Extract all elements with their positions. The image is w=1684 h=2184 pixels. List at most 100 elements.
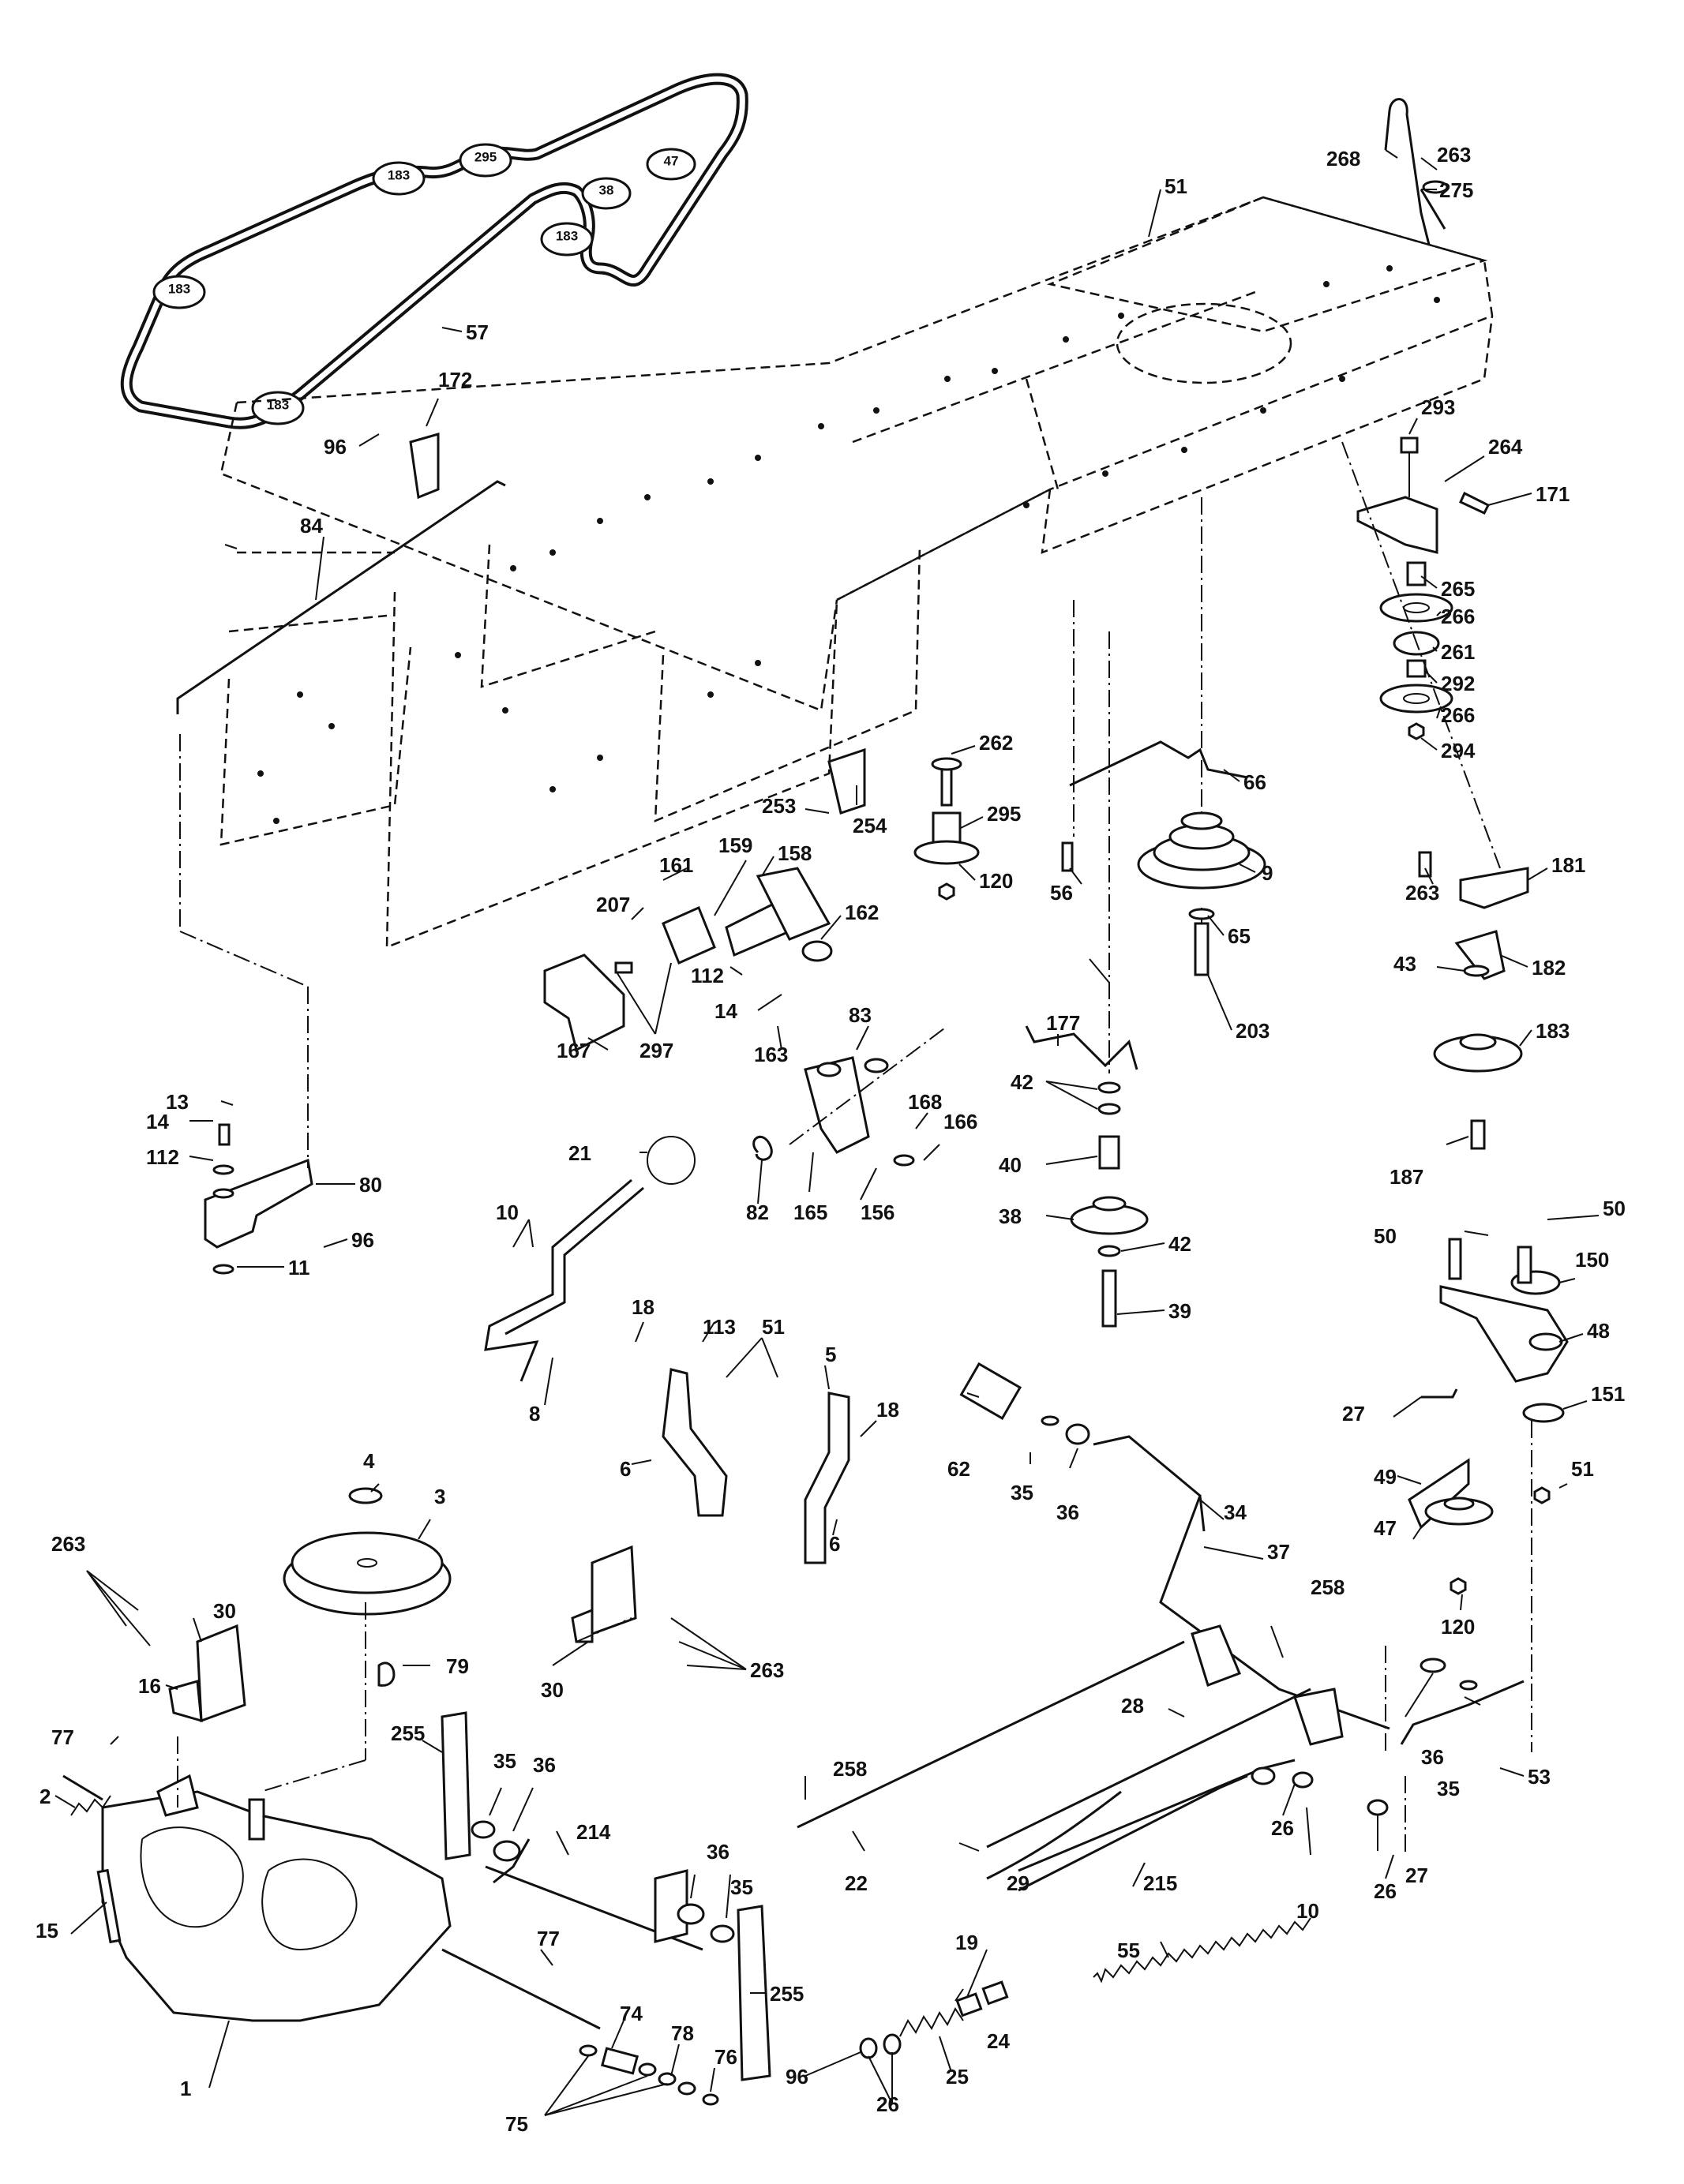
label-2: 2 xyxy=(39,1785,51,1808)
label-82: 82 xyxy=(746,1201,769,1224)
label-50: 50 xyxy=(1374,1224,1397,1248)
label-37: 37 xyxy=(1267,1540,1290,1564)
label-42: 42 xyxy=(1011,1070,1033,1094)
label-166: 166 xyxy=(943,1110,977,1133)
label-96: 96 xyxy=(351,1228,374,1252)
label-28: 28 xyxy=(1121,1694,1144,1718)
label-156: 156 xyxy=(861,1201,895,1224)
label-6: 6 xyxy=(829,1532,840,1556)
label-10: 10 xyxy=(1296,1899,1319,1923)
bracket-167 xyxy=(543,953,633,1052)
bracket-253 xyxy=(827,747,866,815)
label-21: 21 xyxy=(568,1141,591,1165)
svg-text:183: 183 xyxy=(388,168,410,183)
label-207: 207 xyxy=(596,893,630,916)
svg-text:183: 183 xyxy=(556,229,578,244)
label-66: 66 xyxy=(1243,770,1266,794)
svg-text:295: 295 xyxy=(474,150,497,165)
label-50: 50 xyxy=(1603,1197,1626,1220)
label-15: 15 xyxy=(36,1919,58,1942)
label-53: 53 xyxy=(1528,1765,1551,1789)
label-263: 263 xyxy=(750,1658,784,1682)
idler-arm-48 xyxy=(1408,1238,1569,1595)
label-151: 151 xyxy=(1591,1382,1625,1406)
label-263: 263 xyxy=(1437,143,1471,167)
hook-rod xyxy=(1384,98,1449,245)
label-27: 27 xyxy=(1405,1864,1428,1887)
label-26: 26 xyxy=(1374,1879,1397,1903)
label-26: 26 xyxy=(876,2092,899,2116)
label-258: 258 xyxy=(1311,1575,1345,1599)
bracket-5 xyxy=(804,1392,850,1564)
label-22: 22 xyxy=(845,1871,868,1895)
leader-lines xyxy=(54,149,1600,2116)
alignment-lines xyxy=(177,441,1532,1855)
label-1: 1 xyxy=(180,2077,191,2100)
label-295: 295 xyxy=(987,802,1021,826)
bracket-80 xyxy=(204,1123,313,1275)
label-120: 120 xyxy=(979,869,1013,893)
label-113: 113 xyxy=(703,1315,736,1339)
knob-21 xyxy=(647,1136,696,1185)
idler-bracket-assembly xyxy=(1356,436,1491,740)
label-19: 19 xyxy=(955,1931,978,1954)
label-65: 65 xyxy=(1228,924,1251,948)
label-6: 6 xyxy=(620,1457,631,1481)
label-181: 181 xyxy=(1551,853,1585,877)
label-159: 159 xyxy=(718,834,752,857)
label-264: 264 xyxy=(1488,435,1523,459)
label-40: 40 xyxy=(999,1153,1022,1177)
label-18: 18 xyxy=(876,1398,899,1422)
label-275: 275 xyxy=(1439,178,1473,202)
belt-pulley-183-upper: 183 xyxy=(372,161,426,196)
bracket-30-left xyxy=(168,1624,246,1723)
label-76: 76 xyxy=(714,2045,737,2069)
spring-25 xyxy=(899,2007,964,2037)
label-177: 177 xyxy=(1046,1011,1080,1035)
belt-pulley-295: 295 xyxy=(459,143,512,178)
pivot-brackets xyxy=(662,867,915,1167)
label-112: 112 xyxy=(691,964,724,987)
belt-pulley-183-right: 183 xyxy=(540,222,594,257)
label-182: 182 xyxy=(1532,956,1566,980)
label-35: 35 xyxy=(1011,1481,1033,1504)
label-263: 263 xyxy=(1405,881,1439,905)
label-35: 35 xyxy=(730,1875,753,1899)
label-4: 4 xyxy=(363,1449,375,1473)
spring-2 xyxy=(70,1795,111,1816)
label-13: 13 xyxy=(166,1090,189,1114)
label-255: 255 xyxy=(770,1982,804,2006)
spring-hardware xyxy=(859,1771,1389,2059)
label-162: 162 xyxy=(845,901,879,924)
label-165: 165 xyxy=(793,1201,827,1224)
bolt-56 xyxy=(1061,841,1074,872)
label-261: 261 xyxy=(1441,640,1475,664)
label-8: 8 xyxy=(529,1402,540,1425)
label-14: 14 xyxy=(146,1110,169,1133)
svg-text:47: 47 xyxy=(664,154,679,169)
transaxle-pulley-3 xyxy=(283,1487,452,1687)
pedal-linkage xyxy=(797,1362,1525,1872)
label-36: 36 xyxy=(1056,1500,1079,1524)
label-51: 51 xyxy=(762,1315,785,1339)
belt-pulley-47: 47 xyxy=(646,148,696,181)
label-35: 35 xyxy=(1437,1777,1460,1800)
label-266: 266 xyxy=(1441,703,1475,727)
idler-pulley-295 xyxy=(913,757,980,901)
label-215: 215 xyxy=(1143,1871,1177,1895)
label-163: 163 xyxy=(754,1043,788,1066)
label-75: 75 xyxy=(505,2112,528,2136)
label-158: 158 xyxy=(778,841,812,865)
label-80: 80 xyxy=(359,1173,382,1197)
label-268: 268 xyxy=(1326,147,1360,170)
label-34: 34 xyxy=(1224,1500,1247,1524)
belt-pulley-183-left: 183 xyxy=(152,275,206,309)
label-167: 167 xyxy=(557,1039,591,1062)
label-262: 262 xyxy=(979,731,1013,755)
cable-29 xyxy=(986,1790,1122,1880)
bracket-30-right xyxy=(571,1545,637,1643)
label-96: 96 xyxy=(786,2065,808,2088)
label-16: 16 xyxy=(138,1674,161,1698)
drive-belt xyxy=(120,73,748,429)
shift-lever-8 xyxy=(484,1178,644,1382)
